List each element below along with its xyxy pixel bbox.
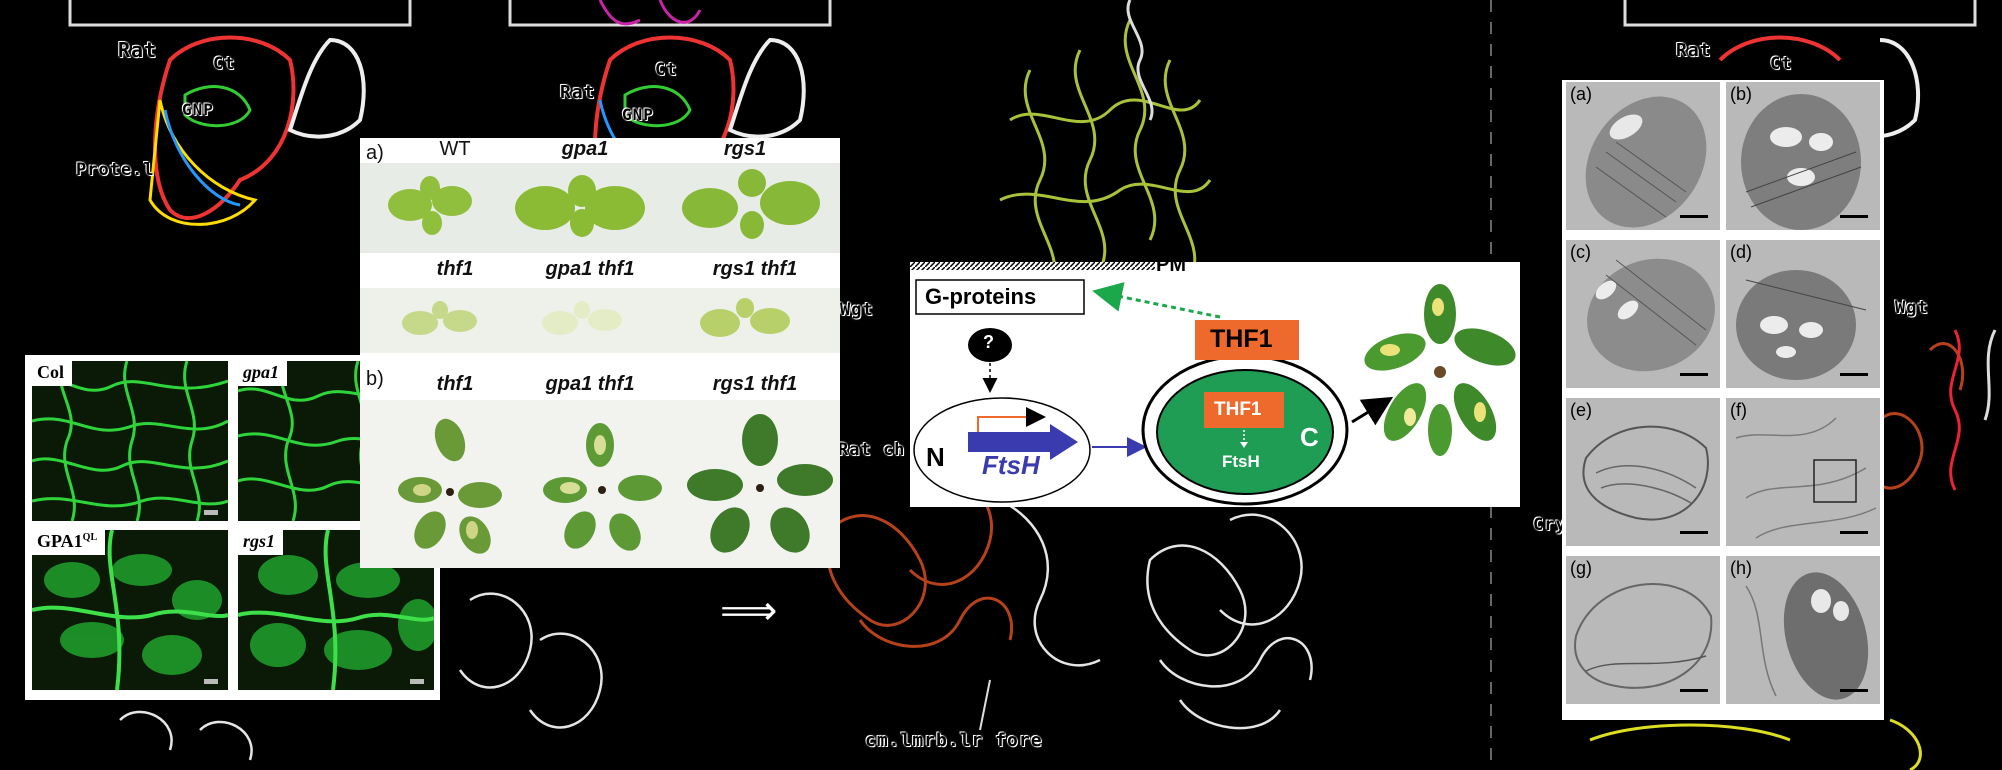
bg-label-gnp-mid: GNP xyxy=(622,105,654,124)
genotype-rgs1-thf1-b: rgs1 thf1 xyxy=(712,373,798,395)
label-thf1-inner: THF1 xyxy=(1214,399,1262,420)
em-label-c: (c) xyxy=(1570,242,1591,262)
label-ftsh-gene: FtsH xyxy=(982,450,1040,480)
scalebar xyxy=(1680,373,1708,376)
em-image-e: (e) xyxy=(1566,398,1720,546)
scalebar xyxy=(1680,531,1708,534)
em-image-b: (b) xyxy=(1726,82,1880,230)
bg-label-cry: Cry xyxy=(1533,515,1567,535)
label-question: ? xyxy=(983,332,994,352)
em-label-g: (g) xyxy=(1570,558,1592,578)
scalebar xyxy=(410,679,424,684)
bg-label-gnp-left: GNP xyxy=(182,100,214,119)
em-image-c: (c) xyxy=(1566,240,1720,388)
micrograph-label-col: Col xyxy=(32,361,72,386)
label-n-terminus: N xyxy=(926,442,945,472)
bg-label-ct-right: Ct xyxy=(1770,54,1793,74)
scalebar xyxy=(1840,531,1868,534)
em-label-h: (h) xyxy=(1730,558,1752,578)
em-image-f: (f) xyxy=(1726,398,1880,546)
em-image-d: (d) xyxy=(1726,240,1880,388)
label-ftsh-protein: FtsH xyxy=(1222,452,1260,471)
em-image-a: (a) xyxy=(1566,82,1720,230)
scalebar xyxy=(1840,373,1868,376)
scalebar xyxy=(204,510,218,515)
scalebar xyxy=(1680,689,1708,692)
bg-label-wgt-1: Wgt xyxy=(840,300,874,320)
genotype-gpa1-thf1: gpa1 thf1 xyxy=(545,258,635,280)
seedling-phenotype-panel: a) b) WT gpa1 rgs1 thf1 gpa1 thf1 rgs1 t… xyxy=(360,138,840,568)
panel-label-b: b) xyxy=(366,368,384,390)
bg-label-ct-left: Ct xyxy=(213,54,236,74)
genotype-gpa1-thf1-b: gpa1 thf1 xyxy=(545,373,635,395)
bg-label-ct-mid: Ct xyxy=(655,60,678,80)
em-label-d: (d) xyxy=(1730,242,1752,262)
em-label-b: (b) xyxy=(1730,84,1752,104)
seedling-photo-rosettes xyxy=(360,400,840,568)
em-label-e: (e) xyxy=(1570,400,1592,420)
scalebar xyxy=(1840,689,1868,692)
electron-micrograph-grid: (a) (b) (c) (d) (e) (f) (g) (h) xyxy=(1562,80,1884,720)
micrograph-label-gpa1: gpa1 xyxy=(238,361,287,386)
scalebar xyxy=(204,679,218,684)
model-diagram-shapes xyxy=(910,262,1516,506)
micrograph-label-gpa1ql: GPA1QL xyxy=(32,530,106,555)
signaling-model-diagram: PM G-proteins ? N FtsH THF1 THF1 FtsH C xyxy=(910,254,1520,507)
genotype-thf1: thf1 xyxy=(436,258,474,280)
micrograph-col: Col xyxy=(32,361,228,521)
bg-label-rat-ch: Rat ch xyxy=(838,440,906,460)
genotype-rgs1-thf1: rgs1 thf1 xyxy=(712,258,798,280)
micrograph-label-rgs1: rgs1 xyxy=(238,530,284,555)
label-pm: PM xyxy=(1156,254,1186,276)
em-image-g: (g) xyxy=(1566,556,1720,704)
genotype-rgs1: rgs1 xyxy=(723,138,767,160)
bg-caption: cm.lmrb.lr fore xyxy=(865,730,1043,751)
bg-label-protel: Prote.l xyxy=(76,160,155,180)
scalebar xyxy=(1840,215,1868,218)
label-c-terminus: C xyxy=(1300,422,1319,452)
bg-label-rat-left: Rat xyxy=(118,38,158,62)
scalebar xyxy=(1680,215,1708,218)
arrow-symbol: ⟹ xyxy=(720,589,778,633)
em-image-h: (h) xyxy=(1726,556,1880,704)
seedling-photo-row2 xyxy=(360,288,840,353)
micrograph-gpa1ql: GPA1QL xyxy=(32,530,228,690)
em-label-f: (f) xyxy=(1730,400,1747,420)
bg-label-wgt-2: Wgt xyxy=(1895,298,1929,318)
label-g-proteins: G-proteins xyxy=(925,284,1037,309)
bg-label-rat-mid: Rat xyxy=(560,82,596,103)
genotype-thf1-b: thf1 xyxy=(436,373,474,395)
em-label-a: (a) xyxy=(1570,84,1592,104)
bg-label-rat-right: Rat xyxy=(1676,40,1712,61)
genotype-wt: WT xyxy=(439,138,471,160)
label-thf1-outer: THF1 xyxy=(1210,325,1273,353)
panel-label-a: a) xyxy=(366,142,384,164)
genotype-gpa1: gpa1 xyxy=(561,138,609,160)
seedling-photo-row1 xyxy=(360,163,840,253)
